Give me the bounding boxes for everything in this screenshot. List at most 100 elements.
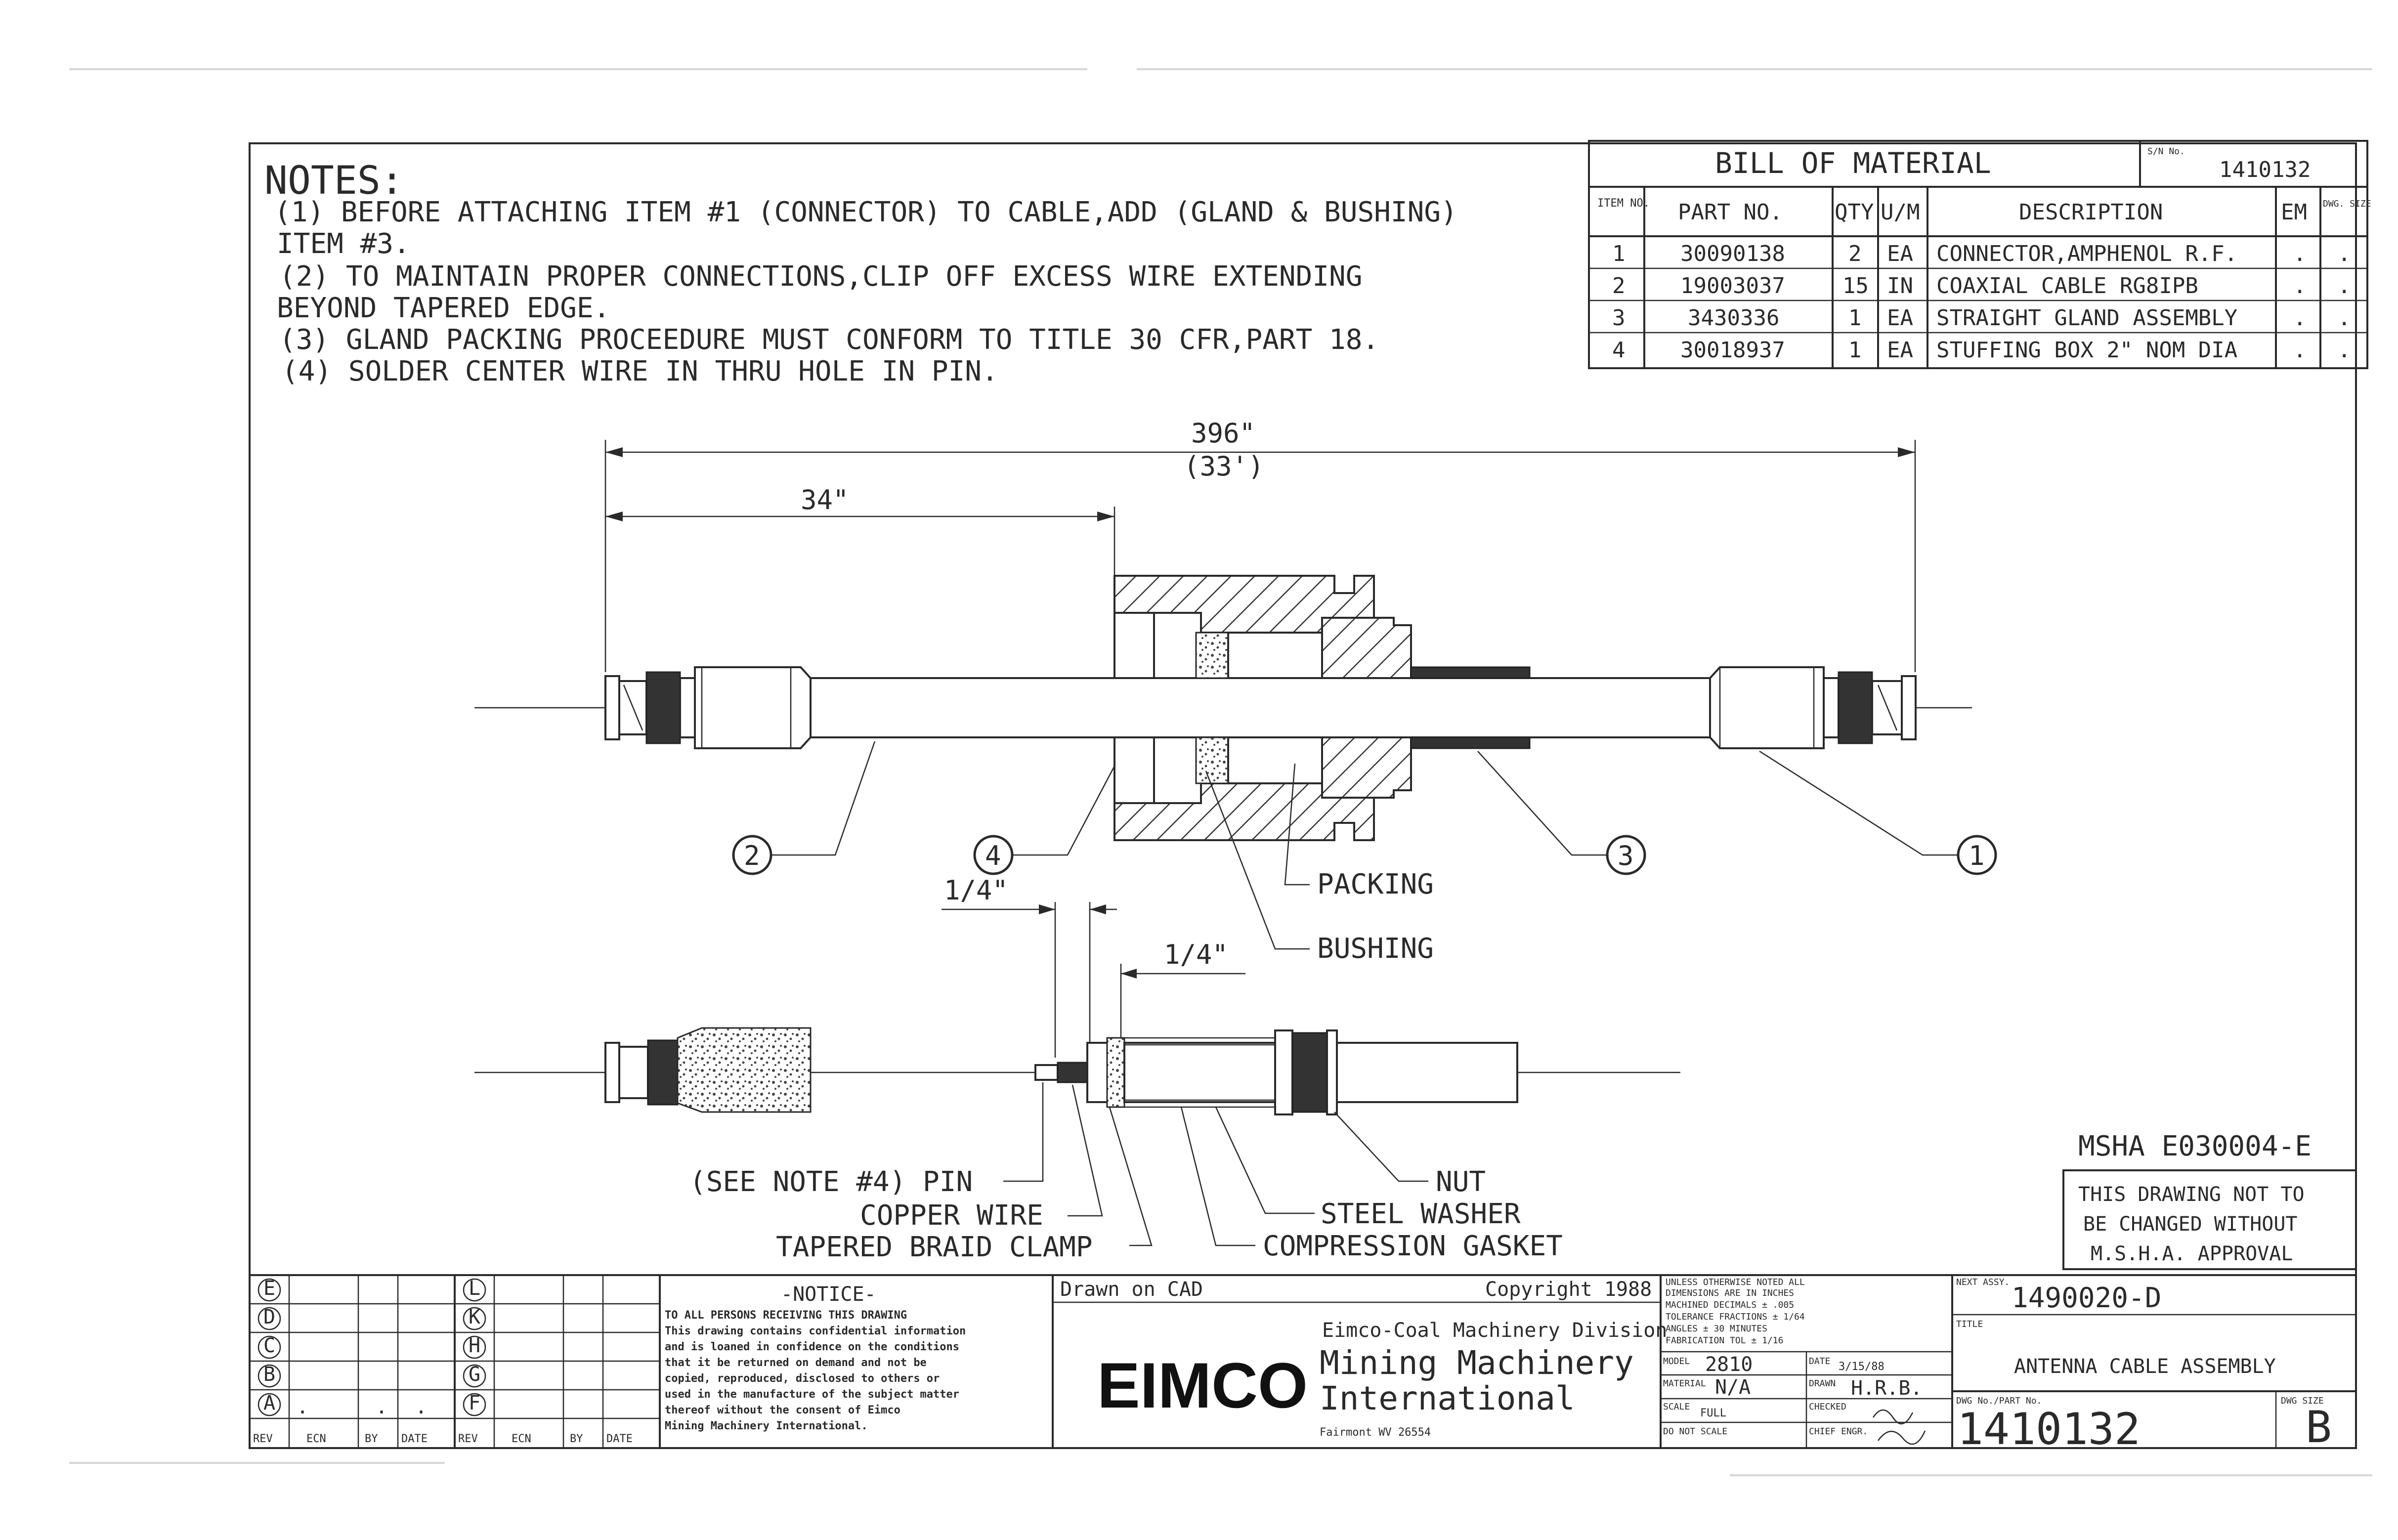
copper-wire (1057, 1062, 1088, 1083)
dwg-size: B (2306, 1402, 2332, 1453)
rev-header: REV (458, 1433, 478, 1445)
msha-approval: MSHA E030004-E THIS DRAWING NOT TO BE CH… (2062, 1130, 2357, 1270)
pin (1034, 1064, 1059, 1081)
rev-letter: L (469, 1277, 480, 1300)
dimension-gap-1: 1/4" (944, 875, 1008, 906)
revision-block: E D C B A L K H G F . . . REV ECN BY DAT… (250, 1275, 661, 1448)
balloon-label: 4 (985, 840, 1001, 871)
bom-cell: 4 (1612, 338, 1626, 363)
tolerance-line: FABRICATION TOL ± 1/16 (1666, 1335, 1783, 1346)
balloon-label: 2 (744, 840, 760, 871)
rev-header: ECN (512, 1433, 531, 1445)
label-nut: NUT (1436, 1166, 1486, 1198)
drawn-label: DRAWN (1809, 1378, 1836, 1389)
eimco-logo: EIMCO (1097, 1349, 1308, 1421)
rev-letter: H (469, 1334, 480, 1357)
drawing-title: ANTENNA CABLE ASSEMBLY (2014, 1355, 2276, 1378)
packing-top (1195, 632, 1229, 679)
bom-header-part: PART NO. (1678, 200, 1783, 225)
material-label: MATERIAL (1663, 1378, 1706, 1389)
rev-letter: D (263, 1306, 275, 1328)
dwg-number-label: DWG No./PART No. (1956, 1396, 2042, 1406)
notice-block: -NOTICE- TO ALL PERSONS RECEIVING THIS D… (665, 1275, 1054, 1448)
bom-header-um: U/M (1881, 200, 1920, 225)
scan-artifacts (69, 68, 2372, 1476)
scale-label: SCALE (1663, 1402, 1690, 1412)
tolerance-line: MACHINED DECIMALS ± .005 (1666, 1300, 1794, 1310)
bom-sn-label: S/N No. (2147, 146, 2185, 157)
bom-cell: 1 (1848, 305, 1862, 331)
dwg-size-label: DWG SIZE (2281, 1396, 2324, 1406)
note-line: (2) TO MAINTAIN PROPER CONNECTIONS,CLIP … (279, 260, 1362, 293)
bom-cell: 2 (1848, 241, 1862, 266)
notice-line: TO ALL PERSONS RECEIVING THIS DRAWING (665, 1309, 907, 1322)
bom-row: 1 30090138 2 EA CONNECTOR,AMPHENOL R.F. … (1612, 241, 2351, 266)
tolerance-line: UNLESS OTHERWISE NOTED ALL (1666, 1277, 1805, 1287)
dimension-left: 34" (801, 484, 849, 515)
rev-letter: F (469, 1392, 480, 1414)
packing-bottom (1195, 736, 1229, 784)
drawn-on-cad: Drawn on CAD (1060, 1278, 1203, 1301)
rev-letter: B (263, 1363, 275, 1386)
bom-cell: CONNECTOR,AMPHENOL R.F. (1936, 241, 2237, 266)
rev-header: BY (365, 1433, 378, 1445)
notice-line: This drawing contains confidential infor… (665, 1325, 966, 1337)
nut-part (1291, 1032, 1328, 1113)
notice-line: and is loaned in confidence on the condi… (665, 1341, 959, 1353)
bom-cell: COAXIAL CABLE RG8IPB (1936, 273, 2198, 299)
next-assy-label: NEXT ASSY. (1956, 1277, 2010, 1287)
bom-cell: EA (1887, 305, 1913, 331)
bom-row: 2 19003037 15 IN COAXIAL CABLE RG8IPB . … (1612, 273, 2351, 299)
bom-cell: IN (1887, 273, 1913, 299)
rev-letter: G (469, 1363, 480, 1386)
balloon-label: 1 (1969, 840, 1985, 871)
bom-cell: 30018937 (1680, 338, 1785, 363)
bom-cell: 15 (1842, 273, 1869, 299)
bom-row: 3 3430336 1 EA STRAIGHT GLAND ASSEMBLY .… (1612, 305, 2351, 331)
rev-header: REV (253, 1433, 273, 1445)
right-connector (1709, 666, 1917, 749)
company-block: Drawn on CAD Copyright 1988 Eimco-Coal M… (1053, 1275, 1667, 1448)
balloon-label: 3 (1618, 840, 1634, 871)
bom-header-item: ITEM NO. (1597, 197, 1650, 210)
label-copper-wire: COPPER WIRE (860, 1199, 1043, 1232)
notice-line: Mining Machinery International. (665, 1420, 868, 1432)
bom-cell: EA (1887, 338, 1913, 363)
note-line: (3) GLAND PACKING PROCEEDURE MUST CONFOR… (279, 324, 1379, 356)
balloon-3: 3 (1477, 751, 1646, 875)
approval-line: THIS DRAWING NOT TO (2078, 1183, 2305, 1206)
label-tapered-braid-clamp: TAPERED BRAID CLAMP (776, 1231, 1093, 1263)
label-compression-gasket: COMPRESSION GASKET (1263, 1230, 1563, 1262)
rev-header: DATE (606, 1433, 633, 1445)
notice-line: that it be returned on demand and not be (665, 1357, 927, 1369)
label-packing: PACKING (1317, 868, 1434, 900)
scale-value: FULL (1700, 1407, 1726, 1419)
bom-cell: STRAIGHT GLAND ASSEMBLY (1936, 305, 2237, 331)
bom-cell: 2 (1612, 273, 1626, 299)
dwg-number: 1410132 (1957, 1404, 2141, 1454)
left-connector (604, 666, 812, 749)
balloon-1: 1 (1759, 750, 1997, 875)
bom-header-description: DESCRIPTION (2019, 200, 2163, 225)
rev-letter: K (469, 1306, 480, 1328)
tolerance-line: DIMENSIONS ARE IN INCHES (1666, 1288, 1794, 1298)
approval-line: M.S.H.A. APPROVAL (2091, 1242, 2293, 1265)
company-location: Fairmont WV 26554 (1320, 1426, 1431, 1439)
rev-mark: . (376, 1396, 387, 1418)
detail-connector (604, 1027, 812, 1113)
chief-signature (1877, 1430, 1926, 1445)
bom-cell: 1 (1848, 338, 1862, 363)
label-steel-washer: STEEL WASHER (1321, 1198, 1521, 1230)
bom-header-em: EM (2281, 200, 2307, 225)
notice-title: -NOTICE- (781, 1283, 876, 1306)
msha-number: MSHA E030004-E (2078, 1130, 2312, 1162)
bom-cell: STUFFING BOX 2" NOM DIA (1936, 338, 2237, 363)
bom-sn-value: 1410132 (2219, 157, 2311, 182)
checked-signature (1872, 1409, 1914, 1425)
date-label: DATE (1809, 1356, 1830, 1367)
title-block: E D C B A L K H G F . . . REV ECN BY DAT… (249, 1274, 2357, 1454)
bom-cell: 19003037 (1680, 273, 1785, 299)
note-line: ITEM #3. (277, 228, 410, 260)
chief-engineer-label: CHIEF ENGR. (1809, 1426, 1868, 1437)
